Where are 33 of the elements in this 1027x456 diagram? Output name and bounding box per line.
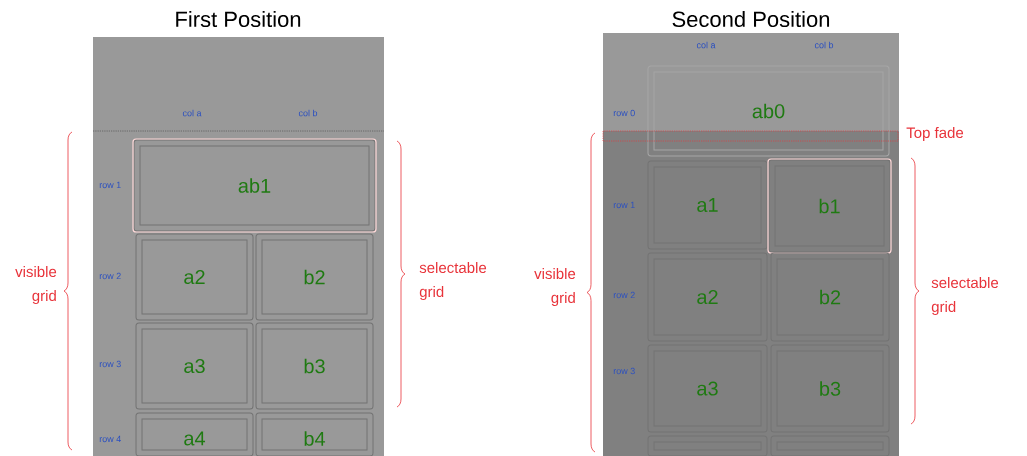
row-label: row 0 <box>613 109 635 117</box>
column-label: col b <box>814 41 834 49</box>
column-label: col a <box>696 41 716 49</box>
annotation: visible grid <box>15 266 57 304</box>
grid-cell: a1 <box>647 160 768 250</box>
annotation: selectable grid <box>419 262 487 300</box>
column-label: col a <box>182 109 202 117</box>
grid-cell: b2 <box>255 233 374 321</box>
row-label: row 1 <box>99 181 121 189</box>
annotation: visible grid <box>534 268 576 306</box>
annotation: Top fade <box>906 127 964 141</box>
grid-cell: b2 <box>770 252 890 342</box>
node-label: Second Position <box>672 10 830 28</box>
column-label: col b <box>298 109 318 117</box>
annotation: selectable grid <box>931 277 999 315</box>
row-label: row 2 <box>613 291 635 299</box>
grid-cell: b4 <box>255 412 374 456</box>
row-label: row 4 <box>99 435 121 443</box>
node-label: First Position <box>176 10 301 28</box>
row-label: row 3 <box>613 367 635 375</box>
row-label: row 2 <box>99 272 121 280</box>
grid-cell: a3 <box>135 322 254 410</box>
grid-cell: b1 <box>767 158 892 254</box>
grid-cell: b3 <box>770 344 890 433</box>
grid-cell: a4 <box>135 412 254 456</box>
row-label: row 3 <box>99 360 121 368</box>
row-label: row 1 <box>613 201 635 209</box>
grid-cell: b3 <box>255 322 374 410</box>
grid-cell: a2 <box>135 233 254 321</box>
grid-cell: a2 <box>647 252 768 342</box>
grid-cell: a3 <box>647 344 768 433</box>
grid-cell: ab1 <box>132 138 377 233</box>
grid-cell: ab0 <box>647 65 890 157</box>
